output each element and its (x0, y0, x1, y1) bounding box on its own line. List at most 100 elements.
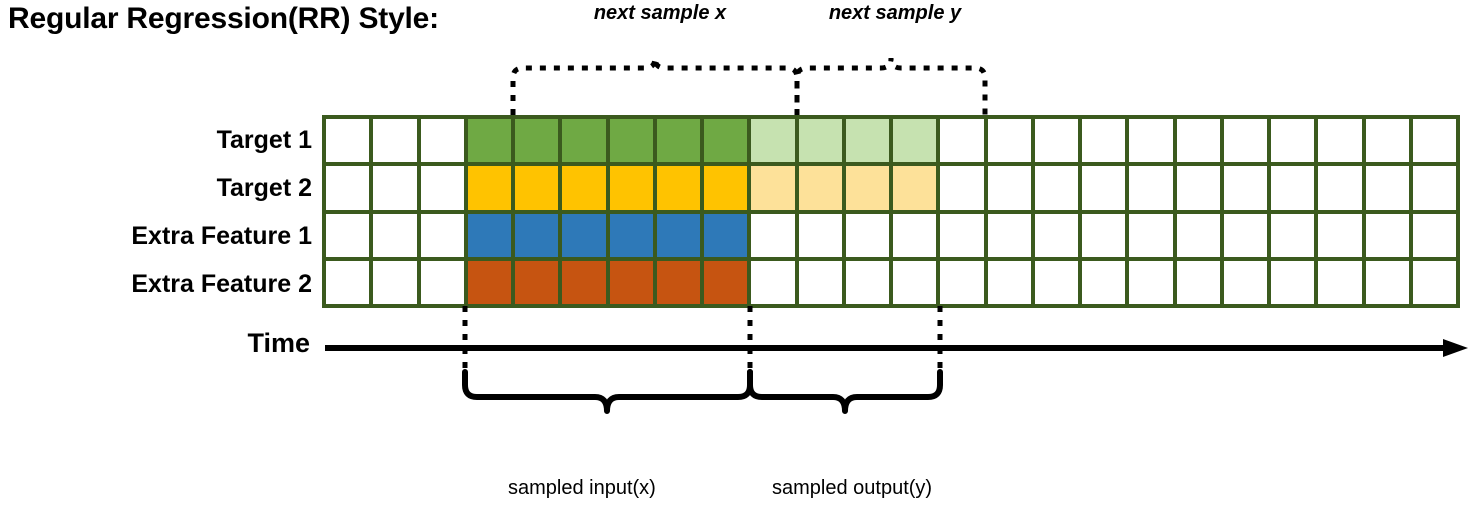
grid-cell-empty (1318, 119, 1362, 163)
row-label-target-1: Target 1 (216, 126, 312, 154)
grid-cell-output (751, 166, 795, 210)
grid-cell-empty (1176, 166, 1220, 210)
grid-cell-empty (1129, 213, 1173, 257)
time-axis-label: Time (247, 328, 310, 358)
grid-cell-output (893, 119, 937, 163)
row-label-target-2: Target 2 (216, 174, 312, 202)
grid-cell-input (562, 213, 606, 257)
grid-cell-input (515, 119, 559, 163)
grid-cell-input (562, 166, 606, 210)
grid-cell-empty (1082, 213, 1126, 257)
grid-cell-empty (1271, 260, 1315, 304)
grid-cell-input (609, 119, 653, 163)
grid-cell-empty (326, 166, 370, 210)
grid-cell-empty (940, 119, 984, 163)
grid-cell-input (467, 119, 511, 163)
grid-cell-empty (1365, 260, 1409, 304)
row-label-extra-feature-1: Extra Feature 1 (131, 222, 312, 250)
grid-cell-empty (420, 260, 464, 304)
grid-cell-empty (1412, 260, 1456, 304)
grid-cell-empty (420, 166, 464, 210)
grid-cell-output (845, 119, 889, 163)
grid-cell-input (704, 119, 748, 163)
grid-cell-empty (940, 260, 984, 304)
grid-cell-empty (1034, 260, 1078, 304)
next-sample-y-label: next sample y (828, 2, 962, 24)
grid-cell-input (656, 213, 700, 257)
grid-row (326, 166, 1456, 210)
grid-cell-input (515, 260, 559, 304)
grid-cell-input (467, 213, 511, 257)
grid-cell-empty (1223, 213, 1267, 257)
grid-cell-output (893, 260, 937, 304)
grid-cell-empty (1034, 166, 1078, 210)
grid-cell-empty (326, 119, 370, 163)
grid-cell-output (751, 260, 795, 304)
grid-cell-empty (987, 213, 1031, 257)
grid-row (326, 213, 1456, 257)
grid-cell-empty (1223, 166, 1267, 210)
grid-cell-empty (1223, 260, 1267, 304)
next-sample-x-label: next sample x (593, 2, 727, 24)
row-label-column: Target 1 Target 2 Extra Feature 1 Extra … (0, 0, 312, 516)
grid-cell-input (704, 260, 748, 304)
grid-cell-empty (1365, 213, 1409, 257)
grid-cell-empty (987, 260, 1031, 304)
grid-cell-empty (1365, 166, 1409, 210)
grid-cell-empty (420, 213, 464, 257)
grid-cell-empty (1034, 213, 1078, 257)
grid-cell-empty (1318, 166, 1362, 210)
grid-cell-empty (1318, 213, 1362, 257)
grid-cell-input (515, 213, 559, 257)
grid-cell-output (845, 213, 889, 257)
grid-cell-empty (373, 119, 417, 163)
grid-cell-empty (1129, 260, 1173, 304)
grid-cell-input (656, 119, 700, 163)
grid-cell-input (609, 213, 653, 257)
grid-cell-output (893, 166, 937, 210)
grid-cell-input (609, 260, 653, 304)
grid-cell-input (562, 260, 606, 304)
timeseries-grid (322, 115, 1460, 308)
grid-cell-empty (373, 260, 417, 304)
grid-cell-empty (326, 260, 370, 304)
grid-row (326, 260, 1456, 304)
grid-cell-empty (1082, 260, 1126, 304)
grid-cell-empty (1412, 166, 1456, 210)
grid-cell-output (893, 213, 937, 257)
grid-cell-empty (1034, 119, 1078, 163)
grid-cell-output (798, 166, 842, 210)
grid-cell-input (704, 166, 748, 210)
grid-cell-empty (940, 213, 984, 257)
grid-cell-output (751, 213, 795, 257)
grid-cell-empty (1318, 260, 1362, 304)
grid-cell-input (515, 166, 559, 210)
sampled-input-caption: sampled input(x) lookback=6 input_featur… (508, 422, 698, 516)
grid-cell-empty (1271, 166, 1315, 210)
grid-cell-output (798, 119, 842, 163)
grid-cell-output (798, 260, 842, 304)
grid-cell-empty (1176, 119, 1220, 163)
page-title: Regular Regression(RR) Style: (8, 2, 439, 35)
grid-cell-empty (940, 166, 984, 210)
grid-cell-input (656, 166, 700, 210)
grid-cell-input (467, 166, 511, 210)
sampled-output-caption: sampled output(y) horizon=4 output_featu… (772, 422, 974, 516)
grid-cell-output (845, 260, 889, 304)
grid-cell-empty (373, 213, 417, 257)
grid-cell-output (845, 166, 889, 210)
grid-cell-empty (1176, 213, 1220, 257)
grid-cell-input (704, 213, 748, 257)
grid-cell-empty (1271, 213, 1315, 257)
grid-cell-empty (1271, 119, 1315, 163)
row-label-extra-feature-2: Extra Feature 2 (131, 270, 312, 298)
grid-cell-empty (420, 119, 464, 163)
grid-cell-empty (1365, 119, 1409, 163)
sampled-output-title: sampled output(y) (772, 476, 933, 499)
grid-cell-output (751, 119, 795, 163)
grid-cell-input (609, 166, 653, 210)
grid-cell-input (656, 260, 700, 304)
grid-cell-empty (1082, 119, 1126, 163)
grid-cell-empty (987, 119, 1031, 163)
